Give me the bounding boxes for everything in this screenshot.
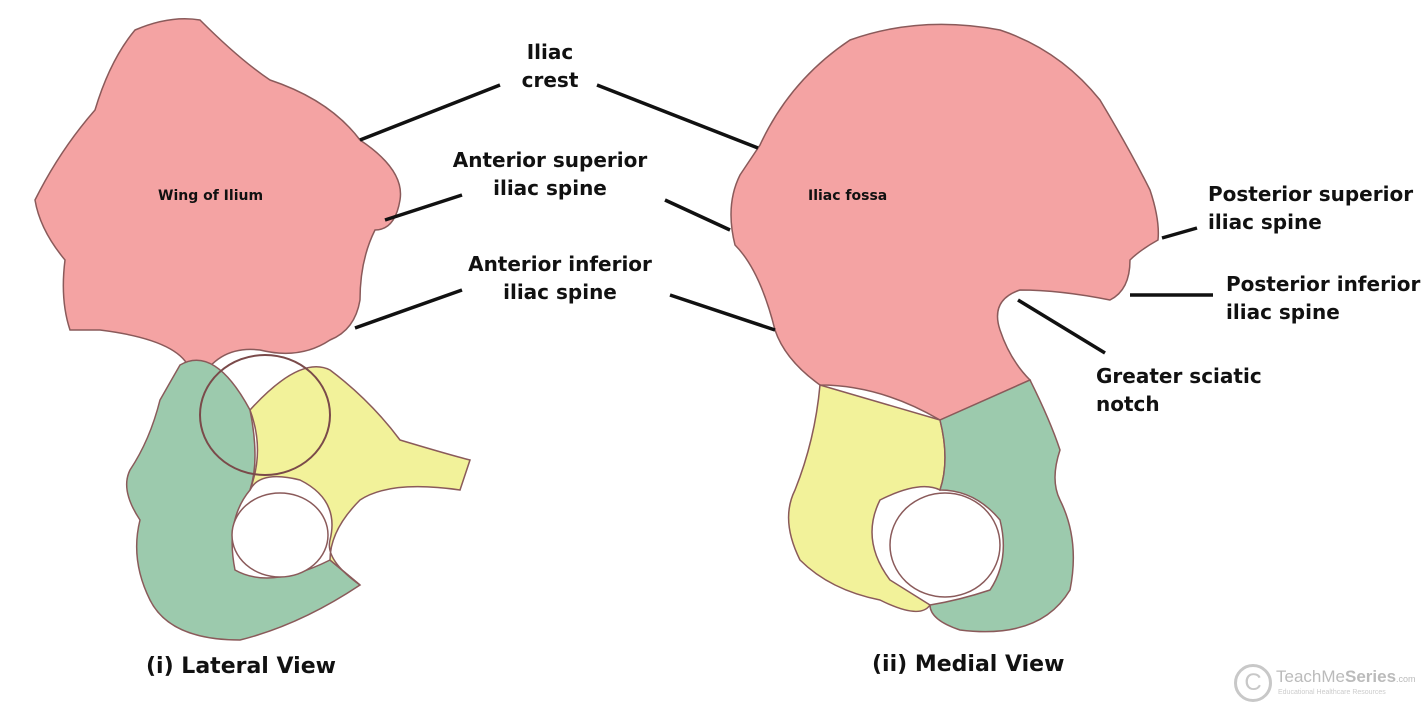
lateral-view-bone <box>34 18 471 641</box>
label-line: iliac spine <box>1208 210 1322 234</box>
medial-pubis <box>787 384 946 613</box>
label-greater-sciatic-notch: Greater sciatic notch <box>1096 362 1262 418</box>
label-psis: Posterior superior iliac spine <box>1208 180 1413 236</box>
label-asis: Anterior superior iliac spine <box>440 146 660 202</box>
leader-iliac-crest-medial <box>596 83 759 150</box>
label-iliac-fossa: Iliac fossa <box>808 188 888 204</box>
lateral-ilium <box>34 18 402 382</box>
label-line: Posterior superior <box>1208 182 1414 206</box>
medial-view-bone <box>730 23 1160 633</box>
leader-psis <box>1161 226 1198 240</box>
label-line: iliac spine <box>1226 300 1340 324</box>
lateral-pubis <box>249 366 471 586</box>
caption-medial-view: (ii) Medial View <box>872 652 1065 677</box>
label-iliac-crest: Iliac crest <box>510 38 590 94</box>
label-line: Anterior inferior <box>468 252 652 276</box>
leader-aiis-lateral <box>354 288 463 330</box>
medial-ilium <box>730 23 1160 421</box>
leader-lines <box>354 83 1213 355</box>
label-line: Iliac <box>526 40 574 64</box>
leader-gsn <box>1017 298 1106 355</box>
caption-lateral-view: (i) Lateral View <box>146 654 336 679</box>
label-aiis: Anterior inferior iliac spine <box>440 250 680 306</box>
label-line: Posterior inferior <box>1226 272 1421 296</box>
medial-obturator-foramen <box>889 492 1001 598</box>
label-line: crest <box>521 68 579 92</box>
leader-aiis-medial <box>669 293 776 332</box>
label-line: Anterior superior <box>452 148 648 172</box>
leader-asis-lateral <box>384 193 463 222</box>
watermark-tagline: Educational Healthcare Resources <box>1278 689 1386 696</box>
label-line: iliac spine <box>493 176 607 200</box>
label-wing-of-ilium: Wing of Ilium <box>158 188 264 204</box>
leader-iliac-crest-lateral <box>359 83 501 142</box>
medial-ischium <box>929 379 1075 633</box>
lateral-obturator-foramen <box>231 492 329 578</box>
label-line: Greater sciatic <box>1096 364 1262 388</box>
watermark-suffix: .com <box>1396 674 1416 684</box>
label-piis: Posterior inferior iliac spine <box>1226 270 1420 326</box>
label-line: notch <box>1096 392 1160 416</box>
label-line: iliac spine <box>503 280 617 304</box>
acetabulum <box>199 354 331 476</box>
watermark-brand-b: Series <box>1344 667 1397 686</box>
copyright-icon: C <box>1234 664 1272 702</box>
lateral-ischium <box>125 359 362 641</box>
watermark-brand-a: TeachMe <box>1276 667 1345 686</box>
leader-asis-medial <box>664 198 731 232</box>
